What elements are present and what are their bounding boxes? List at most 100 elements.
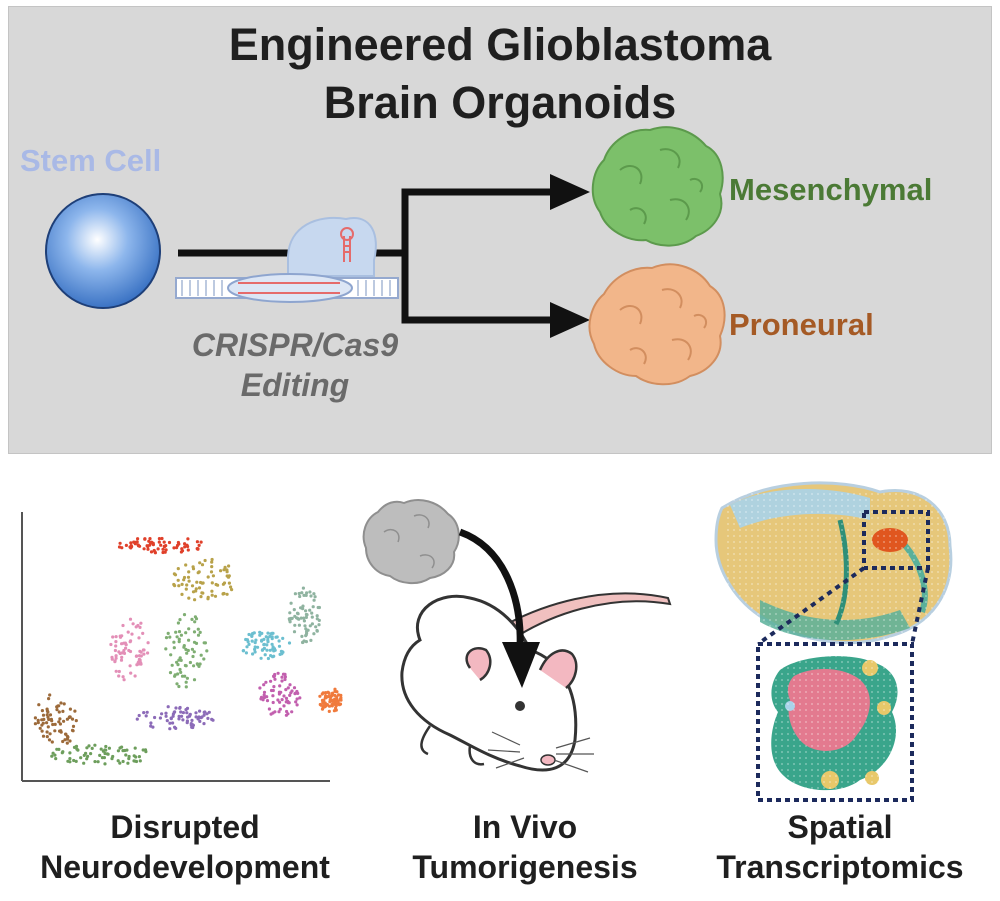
umap-point [302,616,306,620]
umap-point [272,685,276,689]
umap-point [323,705,327,709]
umap-point [192,630,197,634]
umap-point [138,625,142,630]
umap-point [171,721,175,725]
umap-point [45,730,49,734]
umap-point [281,672,286,676]
umap-point [46,710,50,714]
umap-point [337,702,341,706]
umap-point [179,633,183,637]
umap-point [74,719,78,723]
umap-point [283,677,287,682]
umap-point [160,712,164,716]
umap-point [280,675,284,679]
umap-point [304,615,308,620]
umap-point [309,594,313,598]
umap-point [202,657,206,661]
umap-point [33,722,38,726]
umap-point [309,638,313,643]
umap-point [276,698,280,702]
umap-point [227,581,231,585]
umap-point [162,540,166,544]
umap-point [71,729,75,733]
umap-point [251,652,255,656]
umap-point [310,622,314,626]
umap-point [176,672,180,676]
umap-point [305,613,309,617]
umap-point [180,592,184,597]
umap-point [252,631,256,635]
umap-point [335,690,339,694]
umap-point [205,712,209,716]
umap-point [121,759,125,764]
umap-point [292,608,296,612]
umap-point [261,698,265,702]
umap-point [198,709,202,713]
umap-point [172,572,176,576]
umap-point [185,651,189,655]
umap-point [164,636,169,640]
umap-point [260,638,264,642]
umap-clusters [33,536,343,766]
umap-point [184,680,188,684]
umap-point [250,634,254,638]
umap-point [159,543,163,547]
umap-point [113,648,117,653]
umap-point [62,719,66,723]
umap-point [82,761,86,765]
umap-point [281,650,285,654]
umap-point [191,723,195,727]
umap-point [187,638,191,642]
umap-point [116,759,120,763]
umap-point [274,635,278,639]
umap-point [137,636,141,640]
umap-point [319,703,323,707]
umap-point [278,652,282,657]
crispr-label-line-1: CRISPR/Cas9 [191,327,399,363]
umap-point [187,596,191,600]
umap-point [121,675,125,679]
umap-point [272,674,276,678]
umap-point [277,639,281,643]
mesenchymal-organoid [591,126,724,247]
umap-point [79,756,83,760]
arrow-to-proneural [550,302,590,338]
umap-point [184,587,188,591]
umap-point [131,622,135,626]
umap-point [207,710,211,714]
umap-point [89,752,93,756]
umap-point [304,633,308,637]
umap-point [142,711,146,715]
umap-point [311,605,315,609]
branch-connector [401,188,562,253]
umap-point [59,730,63,734]
tissue-section [714,481,953,645]
umap-point [138,649,142,653]
umap-point [301,586,305,590]
umap-point [176,621,180,625]
umap-point [139,661,143,665]
umap-point [70,717,75,721]
umap-point [117,545,122,549]
umap-point [134,625,138,629]
umap-point [99,747,103,751]
umap-point [169,716,173,720]
umap-point [213,594,218,598]
umap-point [135,654,139,658]
umap-point [41,713,46,717]
umap-point [76,748,80,752]
mouse-icon [400,592,672,773]
umap-point [284,713,288,717]
umap-point [146,641,150,645]
umap-point [216,583,220,587]
umap-point [146,544,150,549]
umap-point [167,540,172,545]
umap-point [190,647,194,651]
umap-point [293,623,297,627]
umap-point [225,570,229,574]
umap-point [174,726,178,731]
umap-point [203,558,207,563]
umap-point [45,713,49,717]
umap-point [113,660,117,664]
umap-point [193,598,197,602]
